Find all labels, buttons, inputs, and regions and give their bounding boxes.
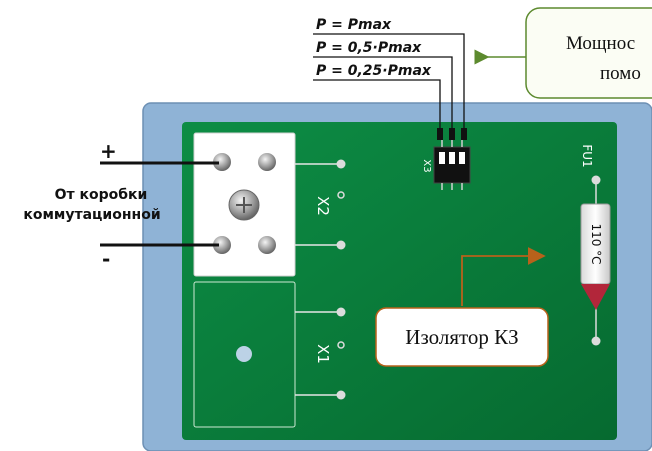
thermal-fuse-fu1 — [580, 175, 611, 346]
x1-pad — [236, 346, 252, 362]
source-label-line1: От коробки — [55, 187, 148, 203]
terminal-block-x1 — [193, 281, 296, 428]
power-callout-line2: помо — [600, 63, 641, 84]
switch-leaders — [313, 33, 465, 133]
wire-minus-label: - — [102, 247, 110, 271]
dip-switch-x3 — [433, 140, 471, 190]
power-callout-box — [525, 7, 652, 99]
switch-pins — [437, 128, 467, 140]
connector-label-x3: X3 — [421, 159, 432, 172]
fuse-rating-label: 110 °C — [589, 223, 603, 264]
isolator-leader — [461, 247, 546, 306]
switch-label-full: P = Pmax — [316, 17, 392, 33]
screw-icon — [213, 153, 276, 254]
switch-label-half: P = 0,5·Pmax — [316, 40, 422, 56]
connector-label-x2: X2 — [314, 196, 332, 216]
connector-label-x1: X1 — [314, 344, 332, 364]
fuse-ref-label: FU1 — [580, 144, 594, 167]
isolator-callout-text: Изолятор КЗ — [405, 325, 518, 349]
power-callout-line1: Мощнос — [566, 33, 635, 54]
wire-plus-label: + — [100, 139, 117, 163]
switch-label-quarter: P = 0,25·Pmax — [316, 63, 432, 79]
isolator-callout-box — [375, 307, 549, 367]
pcb-traces — [295, 163, 340, 396]
pcb-pads — [336, 159, 346, 400]
source-label-line2: коммутационной — [23, 207, 160, 223]
